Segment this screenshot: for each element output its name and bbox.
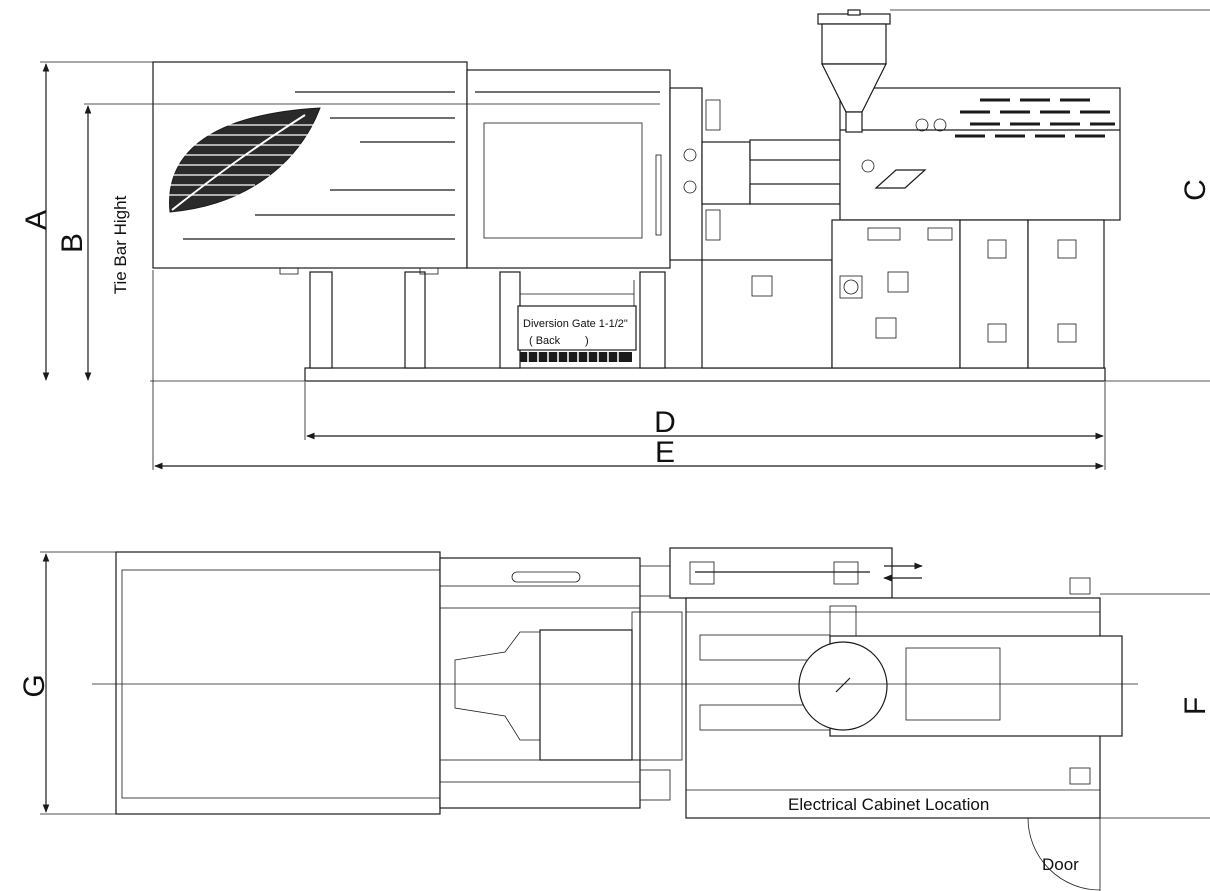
dimension-g-label: G	[18, 674, 51, 697]
diversion-gate-label: Diversion Gate 1-1/2"	[523, 318, 628, 330]
hopper	[817, 9, 1210, 133]
door-swing-arc	[1027, 817, 1101, 891]
top-guard	[115, 551, 441, 815]
clamp-guard	[152, 61, 671, 269]
machine-cabinets	[701, 219, 1105, 369]
support-legs	[279, 267, 666, 369]
guard-window	[483, 122, 643, 239]
dimension-lines-side	[40, 61, 1106, 470]
top-view: G F Electrical Cabinet Location Door	[18, 547, 1210, 891]
leaf-logo-icon	[168, 107, 325, 213]
diversion-gate-sub-close: )	[585, 335, 589, 347]
electrical-cabinet-label: Electrical Cabinet Location	[788, 795, 989, 814]
dimension-c-label: C	[1179, 179, 1210, 201]
dimension-e-label: E	[655, 436, 675, 469]
dimension-a-label: A	[20, 210, 53, 230]
clamp-platens	[669, 87, 841, 261]
dimension-d-label: D	[654, 406, 676, 439]
diversion-gate: Diversion Gate 1-1/2" ( Back )	[517, 280, 637, 362]
base-frame	[304, 367, 1106, 382]
injection-barrel-top	[798, 641, 888, 731]
diversion-gate-sub-open: ( Back	[529, 335, 561, 347]
injection-unit	[839, 87, 1121, 221]
dimension-b-label: B	[56, 233, 89, 253]
door-label: Door	[1042, 855, 1079, 874]
side-view: Diversion Gate 1-1/2" ( Back )	[20, 9, 1210, 470]
dimension-f-label: F	[1179, 697, 1210, 715]
tie-bar-height-label: Tie Bar Hight	[111, 195, 130, 294]
